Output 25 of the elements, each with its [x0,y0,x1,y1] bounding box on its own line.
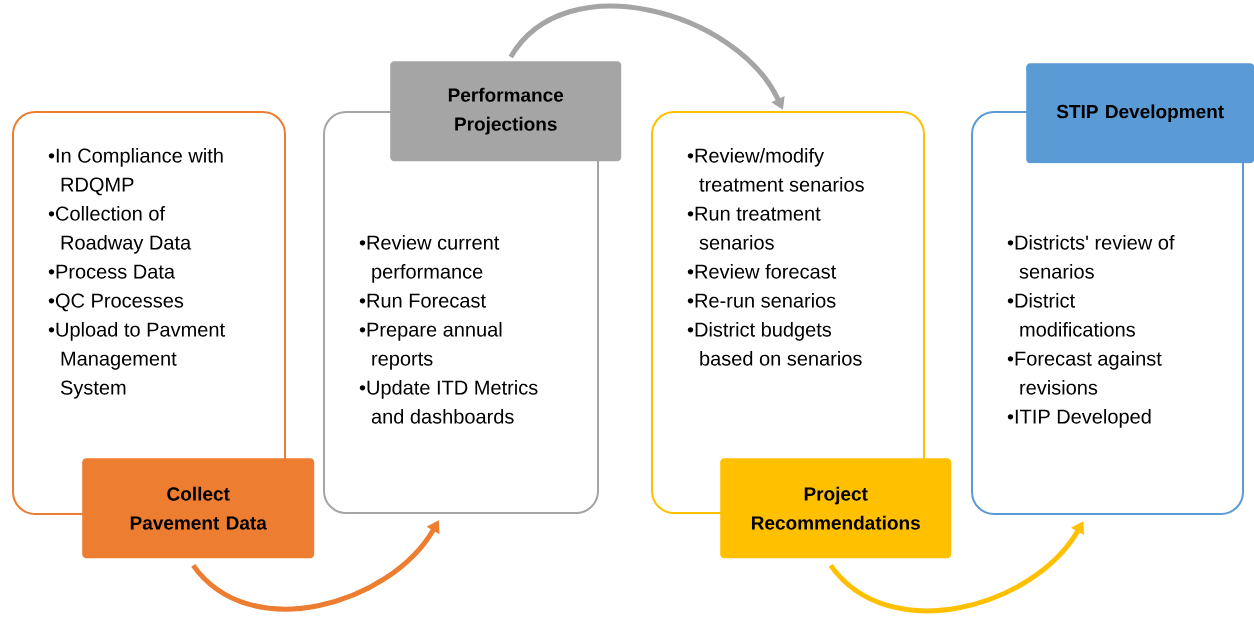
list-item: •Upload to Pavment Management System [48,322,225,399]
list-item: •Re-run senarios [687,293,836,308]
list-item: •Forecast against revisions [1007,351,1162,395]
list-item: •Run treatment senarios [687,206,821,250]
list-item: •QC Processes [48,293,184,312]
panel-box [323,111,599,514]
panel-box [12,111,286,515]
list-item: •Prepare annual reports [359,322,502,370]
list-item: •Update ITD Metrics and dashboards [359,380,538,424]
title-box: STIP Development [1026,63,1254,164]
list-item: •Process Data [48,264,175,279]
list-item: •Review current performance [359,235,500,283]
list-item: •Run Forecast [359,293,486,308]
list-item: •District budgets based on senarios [687,322,862,366]
list-item: •Districts' review of senarios [1007,235,1175,279]
list-item: •Review/modify treatment senarios [687,148,864,192]
list-item: •Review forecast [687,264,837,279]
panel-box [651,111,925,514]
list-item: •District modifications [1007,293,1135,337]
list-item: •Collection of Roadway Data [48,206,192,254]
list-item: •ITIP Developed [1007,409,1151,428]
title-box: Project Recommendations [720,458,952,559]
list-item: •In Compliance with RDQMP [48,148,223,196]
title-box: Collect Pavement Data [82,458,315,559]
title-box: Performance Projections [390,61,622,162]
